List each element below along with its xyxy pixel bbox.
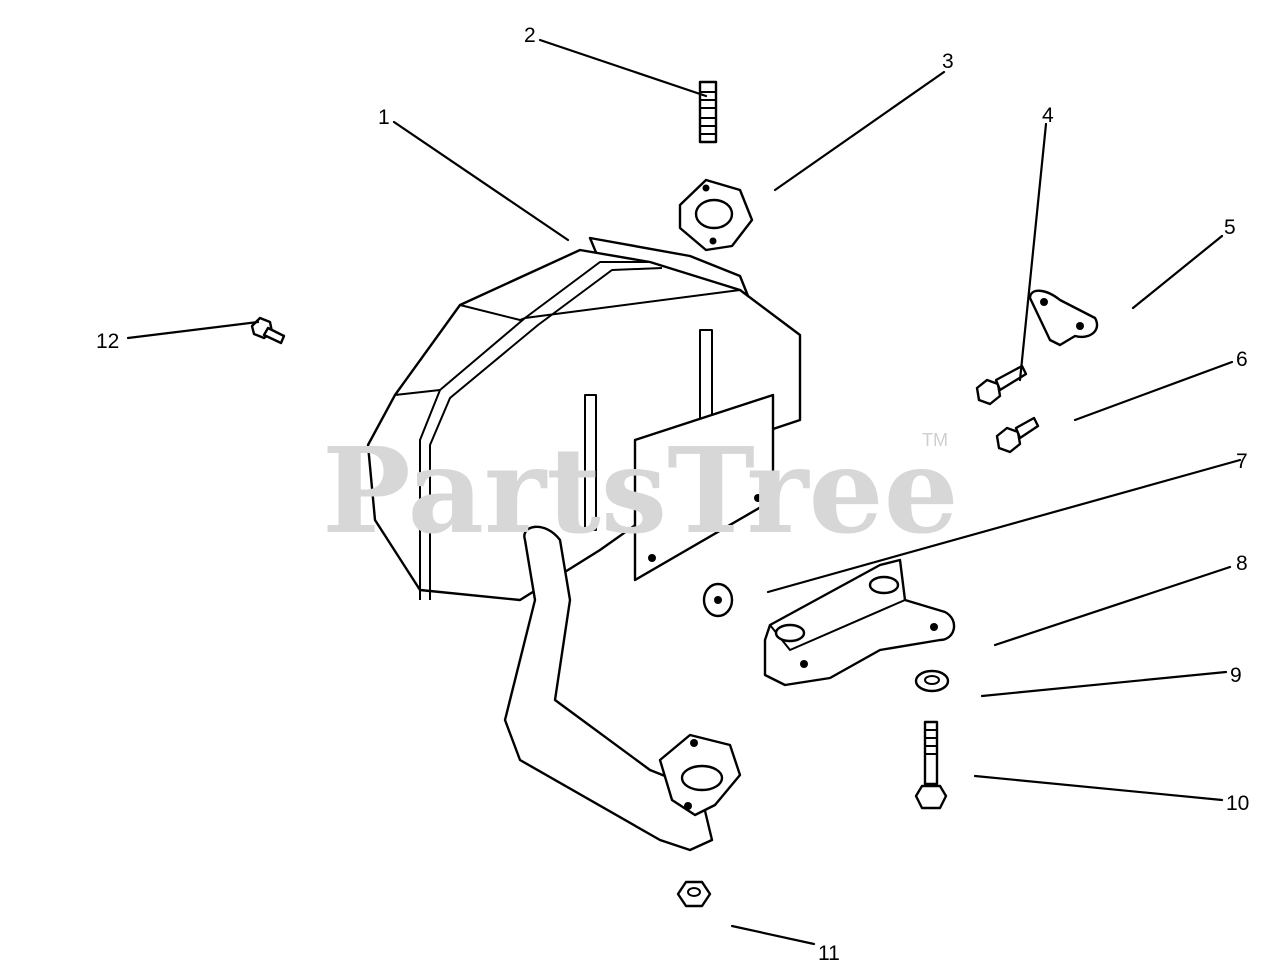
callout-5: 5 xyxy=(1224,216,1236,239)
callout-9: 9 xyxy=(1230,664,1242,687)
gasket-part[interactable] xyxy=(678,178,754,252)
washer-part-9[interactable] xyxy=(914,669,950,693)
bolt-part-6[interactable] xyxy=(995,416,1040,454)
muffler-part[interactable] xyxy=(366,236,802,852)
callout-8: 8 xyxy=(1236,552,1248,575)
callout-3: 3 xyxy=(942,50,954,73)
bolt-part-10[interactable] xyxy=(914,720,948,810)
stud-part[interactable] xyxy=(698,80,718,144)
callout-11: 11 xyxy=(818,942,840,964)
callout-10: 10 xyxy=(1226,792,1249,815)
trademark-mark: TM xyxy=(922,430,948,450)
washer-part-7[interactable] xyxy=(702,582,734,618)
bracket-part-8[interactable] xyxy=(763,558,956,687)
callout-labels: 1 2 3 4 5 6 7 8 9 10 11 12 xyxy=(96,24,1249,964)
bolt-part-4[interactable] xyxy=(975,364,1028,406)
nut-part-11[interactable] xyxy=(676,880,712,908)
leader-lines xyxy=(126,38,1242,946)
bracket-part-5[interactable] xyxy=(1028,289,1099,347)
callout-4: 4 xyxy=(1042,104,1054,127)
callout-1: 1 xyxy=(378,106,390,129)
callout-6: 6 xyxy=(1236,348,1248,371)
watermark-text: PartsTree xyxy=(322,421,959,560)
callout-7: 7 xyxy=(1236,450,1248,473)
callout-2: 2 xyxy=(524,24,536,47)
callout-12: 12 xyxy=(96,330,119,353)
